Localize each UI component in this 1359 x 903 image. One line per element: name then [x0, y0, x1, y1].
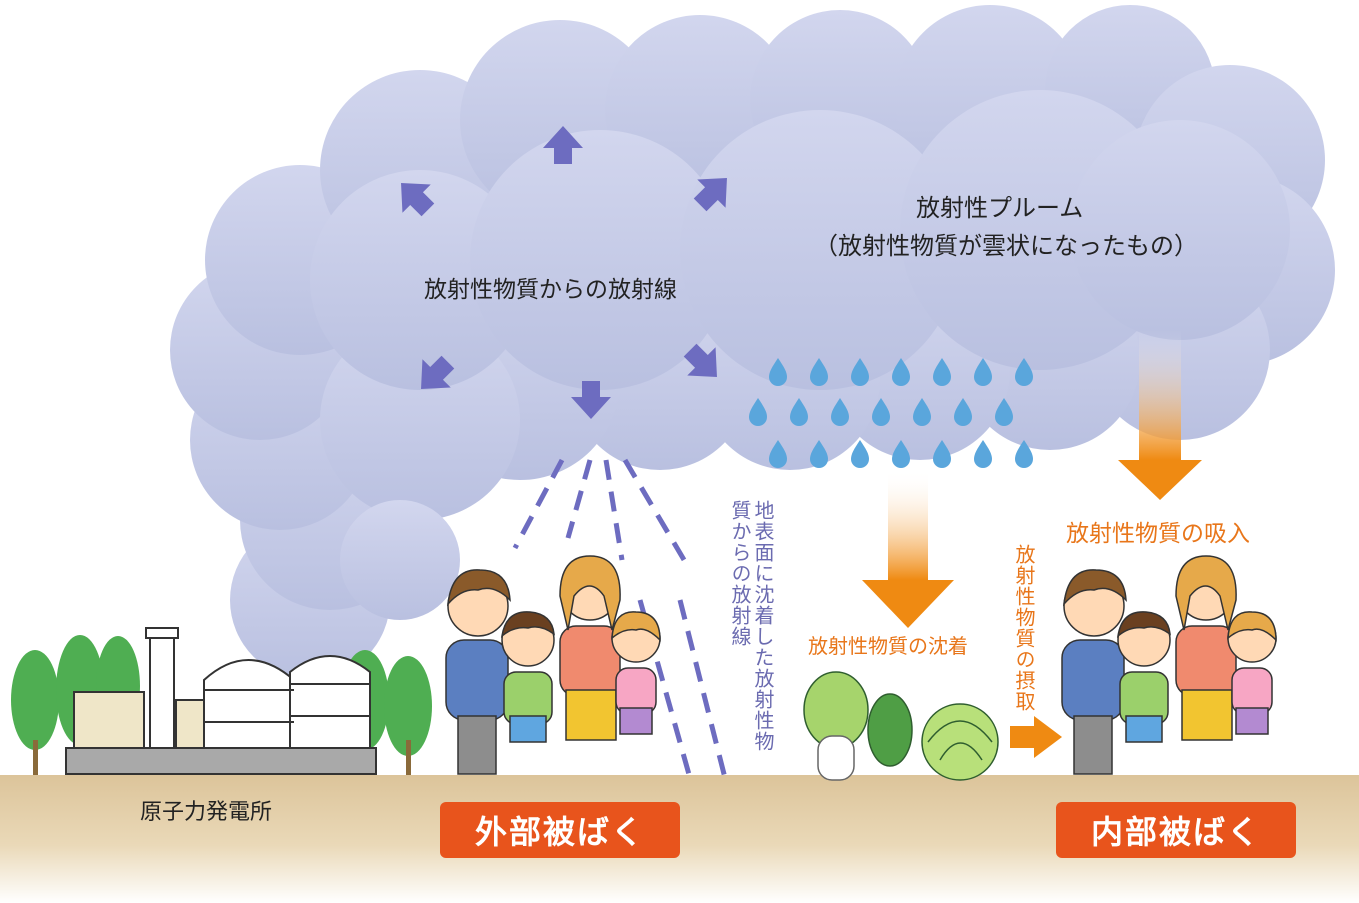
arrow-icon — [421, 355, 455, 389]
raindrop-icon — [810, 358, 828, 386]
raindrop-icon — [790, 398, 808, 426]
power-plant-icon — [65, 627, 377, 775]
raindrop-icon — [769, 440, 787, 468]
raindrop-icon — [933, 358, 951, 386]
deposition-arrow — [862, 470, 954, 628]
raindrop-icon — [1015, 358, 1033, 386]
plume-subtitle: （放射性物質が雲状になったもの） — [814, 232, 1198, 260]
raindrop-icon — [974, 440, 992, 468]
family-icon — [445, 555, 661, 775]
raindrop-icon — [1015, 440, 1033, 468]
power-plant-label: 原子力発電所 — [140, 800, 273, 825]
radioactive-plume-cloud — [170, 5, 1335, 680]
ground-radiation-rays — [512, 458, 728, 779]
external-exposure-badge: 外部被ばく — [440, 802, 680, 858]
tree-icon — [11, 650, 59, 775]
raindrop-icon — [892, 440, 910, 468]
radiation-arrows — [401, 126, 727, 419]
inhalation-label: 放射性物質の吸入 — [1066, 521, 1250, 547]
raindrop-icon — [954, 398, 972, 426]
raindrop-icon — [831, 398, 849, 426]
raindrop-icon — [913, 398, 931, 426]
raindrop-icon — [810, 440, 828, 468]
arrow-icon — [571, 381, 611, 419]
radiation-label: 放射性物質からの放射線 — [424, 277, 677, 303]
raindrop-icon — [892, 358, 910, 386]
family-icon — [1061, 555, 1277, 775]
arrow-icon — [693, 178, 727, 212]
vegetable-icon — [803, 671, 999, 781]
internal-exposure-badge: 内部被ばく — [1056, 802, 1296, 858]
raindrop-icon — [851, 440, 869, 468]
raindrop-icon — [769, 358, 787, 386]
raindrop-icon — [974, 358, 992, 386]
raindrop-icon — [872, 398, 890, 426]
raindrop-icon — [933, 440, 951, 468]
raindrop-icon — [995, 398, 1013, 426]
ingestion-arrow — [1010, 716, 1062, 758]
tree-icon — [384, 656, 432, 775]
arrow-icon — [543, 126, 583, 164]
raindrop-icon — [851, 358, 869, 386]
ground-radiation-label: 地表面に沈着した放射性物質からの放射線 — [728, 500, 775, 752]
raindrops — [749, 358, 1033, 468]
raindrop-icon — [749, 398, 767, 426]
arrow-icon — [683, 343, 717, 377]
plume-title: 放射性プルーム — [916, 194, 1084, 222]
arrow-icon — [401, 183, 435, 217]
ingestion-label: 放射性物質の摂取 — [1012, 544, 1036, 712]
deposition-label: 放射性物質の沈着 — [808, 634, 968, 658]
inhalation-arrow — [1118, 330, 1202, 500]
